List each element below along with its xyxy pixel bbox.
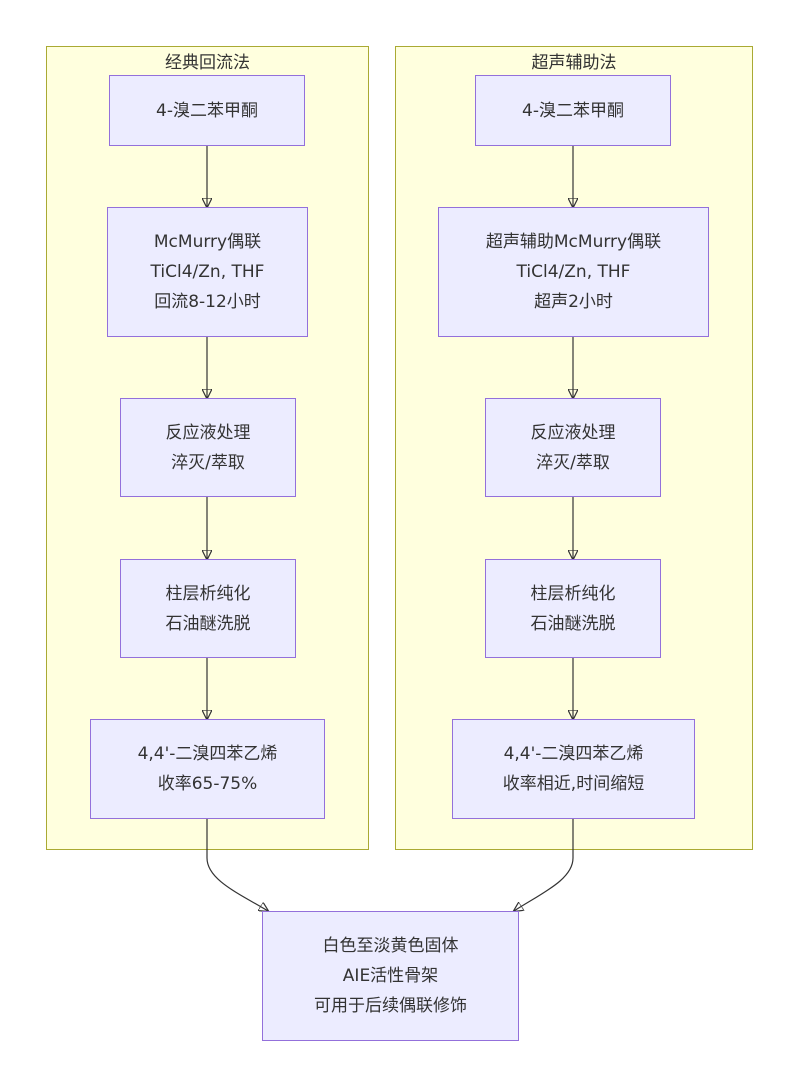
node-ultra-column-line2: 石油醚洗脱 [530, 613, 616, 634]
node-classic-coupling-line1: McMurry偶联 [153, 232, 262, 252]
cluster-title-classic: 经典回流法 [165, 53, 250, 73]
node-classic-product-line1: 4,4'-二溴四苯乙烯 [137, 744, 278, 764]
node-ultra-column-line1: 柱层析纯化 [530, 583, 616, 604]
node-classic-column: 柱层析纯化 石油醚洗脱 [120, 559, 296, 658]
node-classic-column-line1: 柱层析纯化 [165, 583, 251, 604]
node-final-line3: 可用于后续偶联修饰 [314, 996, 467, 1016]
node-classic-coupling-line3: 回流8-12小时 [154, 292, 261, 312]
node-classic-workup-line1: 反应液处理 [165, 422, 251, 443]
node-classic-column-line2: 石油醚洗脱 [165, 613, 251, 634]
node-ultra-workup-line1: 反应液处理 [530, 422, 616, 443]
node-ultra-column: 柱层析纯化 石油醚洗脱 [485, 559, 661, 658]
node-final-line2: AIE活性骨架 [342, 966, 439, 986]
node-ultra-coupling-line1: 超声辅助McMurry偶联 [485, 232, 662, 252]
edge-classic-product-to-final [206, 819, 268, 911]
cluster-title-ultrasonic: 超声辅助法 [531, 53, 617, 73]
node-ultra-coupling: 超声辅助McMurry偶联 TiCl4/Zn, THF 超声2小时 [438, 207, 709, 337]
node-ultra-start-line1: 4-溴二苯甲酮 [522, 100, 624, 121]
node-ultra-product-line2: 收率相近,时间缩短 [502, 774, 645, 794]
node-classic-start-line1: 4-溴二苯甲酮 [156, 100, 258, 121]
node-classic-workup-line2: 淬灭/萃取 [171, 452, 245, 473]
node-ultra-start: 4-溴二苯甲酮 [475, 75, 671, 146]
node-classic-workup: 反应液处理 淬灭/萃取 [120, 398, 296, 497]
node-classic-coupling: McMurry偶联 TiCl4/Zn, THF 回流8-12小时 [107, 207, 308, 337]
node-ultra-coupling-line3: 超声2小时 [534, 292, 613, 312]
node-ultra-workup: 反应液处理 淬灭/萃取 [485, 398, 661, 497]
node-classic-coupling-line2: TiCl4/Zn, THF [150, 262, 265, 282]
node-classic-product-line2: 收率65-75% [157, 774, 258, 794]
node-classic-start: 4-溴二苯甲酮 [109, 75, 305, 146]
node-ultra-product-line1: 4,4'-二溴四苯乙烯 [503, 744, 644, 764]
node-final-product: 白色至淡黄色固体 AIE活性骨架 可用于后续偶联修饰 [262, 911, 519, 1041]
node-ultra-coupling-line2: TiCl4/Zn, THF [516, 262, 631, 282]
node-classic-product: 4,4'-二溴四苯乙烯 收率65-75% [90, 719, 325, 819]
edge-ultra-product-to-final [514, 819, 574, 911]
node-final-line1: 白色至淡黄色固体 [322, 936, 459, 956]
node-ultra-product: 4,4'-二溴四苯乙烯 收率相近,时间缩短 [452, 719, 695, 819]
node-ultra-workup-line2: 淬灭/萃取 [536, 452, 610, 473]
